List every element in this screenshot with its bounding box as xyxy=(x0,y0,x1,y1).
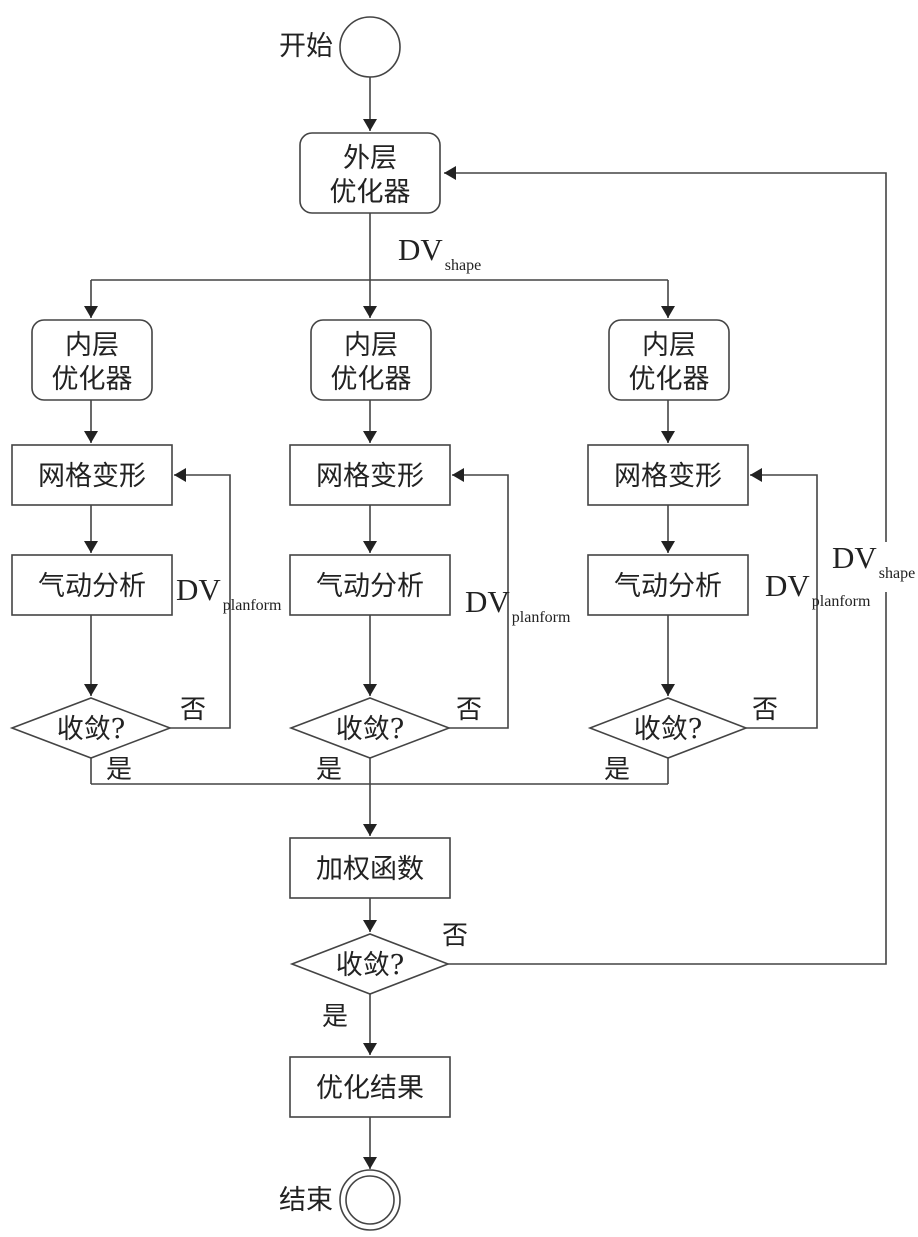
final-yes-label: 是 xyxy=(322,1002,348,1032)
mesh-deformation-label: 网格变形 xyxy=(38,461,146,492)
outer-optimizer-line1: 外层 xyxy=(343,143,397,174)
feedback-no-path xyxy=(449,468,509,729)
yes-label: 是 xyxy=(316,755,342,785)
mesh-deformation-node xyxy=(289,444,451,506)
mesh-deformation-label: 网格变形 xyxy=(614,461,722,492)
mesh-deformation-node xyxy=(587,444,749,506)
decision-label: 收敛? xyxy=(57,714,125,745)
mesh-deformation-label: 网格变形 xyxy=(316,461,424,492)
end-node-outer xyxy=(339,1169,401,1231)
inner-optimizer-line1: 内层 xyxy=(65,330,119,361)
aero-analysis-node xyxy=(11,554,173,616)
aero-analysis-label: 气动分析 xyxy=(38,571,146,602)
weighting-function-label: 加权函数 xyxy=(316,854,424,885)
dv-shape-feedback-bg xyxy=(830,542,916,592)
aero-analysis-label: 气动分析 xyxy=(614,571,722,602)
no-label: 否 xyxy=(752,695,778,725)
aero-analysis-node xyxy=(587,554,749,616)
optimization-result-node xyxy=(289,1056,451,1118)
no-label: 否 xyxy=(180,695,206,725)
inner-optimizer-line1: 内层 xyxy=(642,330,696,361)
outer-optimizer-line2: 优化器 xyxy=(330,177,411,208)
final-decision-label: 收敛? xyxy=(336,950,404,981)
aero-analysis-label: 气动分析 xyxy=(316,571,424,602)
no-label: 否 xyxy=(456,695,482,725)
decision-label: 收敛? xyxy=(336,714,404,745)
end-node-inner xyxy=(345,1175,395,1225)
inner-optimizer-line1: 内层 xyxy=(344,330,398,361)
start-label: 开始 xyxy=(279,31,333,62)
yes-label: 是 xyxy=(106,755,132,785)
mesh-deformation-node xyxy=(11,444,173,506)
inner-optimizer-node xyxy=(310,319,432,401)
end-label: 结束 xyxy=(279,1185,333,1216)
feedback-no-path xyxy=(746,468,818,729)
inner-optimizer-line2: 优化器 xyxy=(629,364,710,395)
feedback-no-path xyxy=(170,468,231,729)
decision-label: 收敛? xyxy=(634,714,702,745)
start-node xyxy=(339,16,401,78)
inner-optimizer-node xyxy=(31,319,153,401)
inner-optimizer-line2: 优化器 xyxy=(331,364,412,395)
optimization-result-label: 优化结果 xyxy=(316,1073,424,1104)
final-no-label: 否 xyxy=(442,921,468,951)
inner-optimizer-node xyxy=(608,319,730,401)
yes-label: 是 xyxy=(604,755,630,785)
inner-optimizer-line2: 优化器 xyxy=(52,364,133,395)
